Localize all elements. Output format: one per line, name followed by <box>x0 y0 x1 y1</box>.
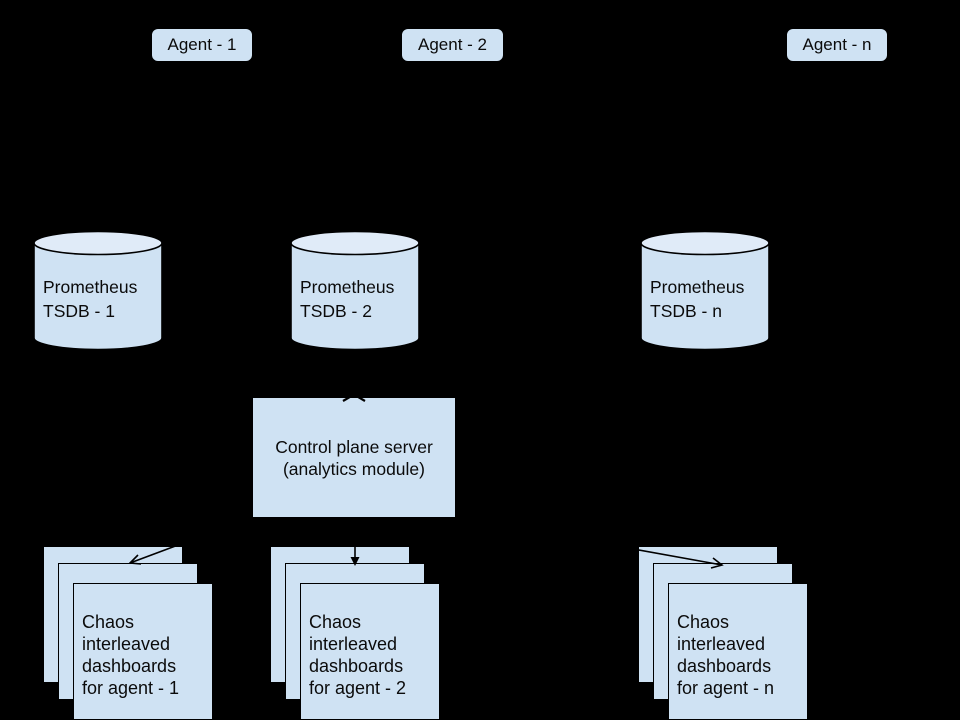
agent-2-node: Agent - 2 <box>400 27 505 63</box>
dashboard-stack-1-card-front: Chaos interleaved dashboards for agent -… <box>73 583 213 720</box>
dashboard-stack-2-card-front: Chaos interleaved dashboards for agent -… <box>300 583 440 720</box>
tsdb-1-label: Prometheus TSDB - 1 <box>43 277 138 321</box>
agent-1-node: Agent - 1 <box>150 27 254 63</box>
dashboard-stack-n-card-front: Chaos interleaved dashboards for agent -… <box>668 583 808 720</box>
tsdb-2-label: Prometheus TSDB - 2 <box>300 277 395 321</box>
tsdb-n-label: Prometheus TSDB - n <box>650 277 745 321</box>
agent-1-label: Agent - 1 <box>167 35 237 54</box>
dashboard-stack-n-label: Chaos interleaved dashboards for agent -… <box>677 612 775 698</box>
control-plane-label: Control plane server (analytics module) <box>275 436 433 479</box>
control-plane-node: Control plane server (analytics module) <box>253 398 455 517</box>
agent-n-label: Agent - n <box>802 35 872 54</box>
dashboard-stack-1-label: Chaos interleaved dashboards for agent -… <box>82 612 180 698</box>
agent-2-label: Agent - 2 <box>418 35 487 54</box>
dashboard-stack-2-label: Chaos interleaved dashboards for agent -… <box>309 612 407 698</box>
tsdb-n-cylinder <box>640 230 770 350</box>
tsdb-1-cylinder <box>33 230 163 350</box>
agent-n-node: Agent - n <box>785 27 889 63</box>
tsdb-2-cylinder <box>290 230 420 350</box>
